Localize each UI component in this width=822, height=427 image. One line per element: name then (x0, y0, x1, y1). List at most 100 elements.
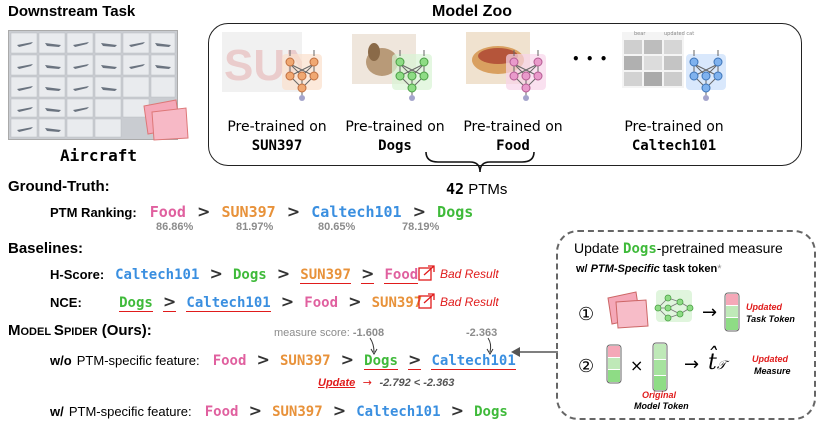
step-2-arrow-icon: → (684, 354, 700, 375)
food-network-icon (506, 50, 546, 101)
hscore-rank-1: Caltech101 (115, 267, 200, 283)
wo-prefix: w/o (50, 353, 72, 368)
caltech-thumbnail-grid (622, 32, 684, 88)
bad-result-icon (418, 293, 435, 309)
wo-feature-row: w/o PTM-specific feature: Food > SUN397 … (50, 350, 516, 370)
rank-separator: > (348, 292, 362, 311)
nce-label: NCE: (50, 295, 82, 310)
spider-heading-m: M (8, 322, 21, 339)
zoo-label-caltech101: Pre-trained on Caltech101 (604, 118, 744, 156)
rank-separator: > (256, 350, 270, 369)
updated-task-label: Updated (746, 302, 782, 312)
aircraft-thumbnails (10, 32, 176, 138)
update-arrow-icon: → (362, 376, 372, 389)
rank-separator: > (340, 350, 355, 369)
gt-rank-3: Caltech101 (311, 203, 402, 221)
rank-separator: > (162, 292, 177, 312)
model-token-label: Model Token (634, 401, 689, 411)
w-rank-1: Food (204, 404, 239, 420)
rank-separator: > (196, 202, 211, 221)
step-1-marker: ① (578, 304, 595, 325)
hscore-rank-3: SUN397 (300, 267, 351, 284)
rank-separator: > (286, 202, 301, 221)
rank-separator: > (450, 401, 465, 420)
zoo-model-name: Food (496, 138, 530, 154)
zoo-label-prefix: Pre-trained on (624, 119, 724, 135)
task-token-bar (724, 292, 740, 332)
rank-separator: > (248, 401, 262, 420)
bad-result-icon (418, 265, 435, 281)
subtitle-star: * (717, 263, 722, 275)
measure-score-pointer-arrows (369, 337, 494, 355)
w-prefix: w/ (50, 404, 64, 419)
hscore-result: Bad Result (440, 267, 499, 281)
ptm-count-label: PTMs (468, 181, 508, 198)
w-rank-2: SUN397 (272, 404, 323, 420)
t-hat: t̂ (708, 350, 717, 375)
wo-rank-2: SUN397 (280, 353, 331, 369)
update-label: Update (318, 377, 356, 389)
rank-separator: > (209, 264, 223, 283)
model-zoo-frame (208, 23, 802, 166)
gt-score-4: 78.19% (402, 221, 440, 233)
ground-truth-ranking-row: PTM Ranking: Food > SUN397 > Caltech101 … (50, 202, 473, 221)
update-measure-panel (556, 230, 816, 420)
nce-rank-4: SUN397 (371, 295, 423, 311)
panel-connector-arrow (511, 347, 558, 357)
update-panel-title-a: Update (574, 240, 624, 256)
ptm-count-brace (425, 151, 535, 173)
dogs-network-icon (392, 50, 432, 101)
rank-separator: > (412, 202, 427, 221)
step-2-marker: ② (578, 356, 595, 377)
wo-label: PTM-specific feature: (76, 353, 200, 368)
model-token-bar (652, 342, 668, 392)
ptm-count-number: 42 (446, 180, 465, 198)
t-sub: 𝒯 (716, 358, 727, 372)
downstream-heading: Downstream Task (8, 3, 136, 20)
rank-separator: > (360, 264, 375, 284)
task-token-paper-icon (143, 99, 189, 141)
w-rank-4: Dogs (474, 404, 508, 420)
caltech-caption-updated-cat: updated cat (664, 31, 695, 37)
zoo-model-name: SUN397 (251, 138, 303, 154)
subtitle-b: PTM-Specific (590, 263, 660, 275)
updated-measure-label: Updated (752, 354, 788, 364)
caltech-caption-bear: bear (634, 31, 646, 37)
zoo-label-prefix: Pre-trained on (345, 119, 445, 135)
wo-rank-1: Food (212, 353, 247, 369)
original-label: Original (642, 390, 677, 400)
ranking-label: PTM Ranking: (50, 205, 137, 220)
wo-rank-3: Dogs (364, 353, 398, 370)
hscore-rank-4: Food (384, 267, 419, 284)
ground-truth-heading: Ground-Truth: (8, 178, 110, 195)
hscore-label: H-Score: (50, 267, 105, 282)
ptm-count: 42 PTMs (446, 180, 507, 198)
gt-score-1: 86.86% (156, 221, 194, 233)
hscore-rank-2: Dogs (232, 267, 267, 283)
t-hat-symbol: t̂𝒯 (708, 350, 726, 375)
update-expression: -2.792 < -2.363 (379, 377, 455, 389)
more-models-ellipsis: • • • (572, 52, 609, 66)
spider-heading-s: S (53, 322, 64, 339)
w-feature-row: w/ PTM-specific feature: Food > SUN397 >… (50, 401, 508, 420)
zoo-label-prefix: Pre-trained on (463, 119, 563, 135)
nce-rank-1: Dogs (119, 295, 153, 312)
rank-separator: > (276, 264, 291, 283)
zoo-label-dogs: Pre-trained on Dogs (330, 118, 460, 156)
multiply-sign: × (630, 356, 644, 375)
spider-heading-odel: ODEL (20, 326, 54, 338)
measure-value-2: -2.363 (466, 327, 498, 339)
aircraft-image-grid (8, 30, 178, 140)
caltech101-network-icon (686, 50, 726, 101)
subtitle-a: w/ (576, 263, 591, 275)
update-panel-title: Update Dogs-pretrained measure (574, 240, 783, 257)
w-rank-3: Caltech101 (356, 404, 441, 420)
rank-separator: > (332, 401, 347, 420)
update-panel-subtitle: w/ PTM-Specific task token* (576, 263, 722, 275)
nce-result: Bad Result (440, 295, 499, 309)
downstream-dataset-label: Aircraft (60, 146, 138, 165)
nce-row: NCE: Dogs > Caltech101 > Food > SUN397 (50, 292, 423, 312)
measure-label: Measure (754, 366, 791, 376)
task-paper-icon (607, 291, 649, 329)
nce-rank-3: Food (304, 295, 339, 311)
